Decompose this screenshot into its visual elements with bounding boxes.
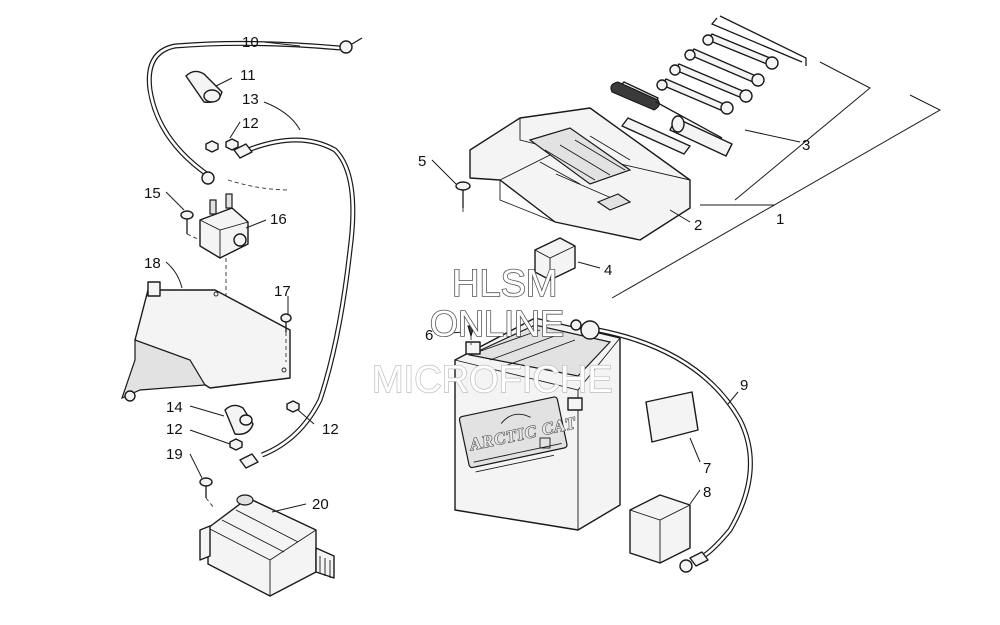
bolt-15 bbox=[180, 210, 201, 241]
assembly-bracket-lines bbox=[611, 61, 942, 299]
screw-17 bbox=[280, 313, 292, 362]
callout-17: 17 bbox=[274, 283, 291, 300]
nut-12-lower bbox=[229, 438, 243, 451]
wrench-icon bbox=[669, 63, 753, 103]
leader-lines bbox=[165, 41, 739, 513]
callout-18: 18 bbox=[144, 255, 161, 272]
callout-labels: 1 2 3 4 5 6 7 8 9 10 11 12 12 12 13 14 1… bbox=[144, 34, 810, 513]
screw-5 bbox=[455, 181, 471, 215]
callout-12-top: 12 bbox=[242, 115, 259, 132]
nut-12-middle bbox=[286, 400, 300, 413]
brand-logo-icon bbox=[500, 413, 531, 424]
foam-pad-4 bbox=[534, 237, 576, 281]
callout-20: 20 bbox=[312, 496, 329, 513]
cable-13 bbox=[227, 137, 356, 469]
boot-cap-14 bbox=[224, 404, 254, 435]
solenoid-16 bbox=[199, 193, 249, 340]
wrench-icon bbox=[684, 48, 765, 87]
watermark-line-3: MICROFICHE bbox=[372, 359, 613, 401]
callout-9: 9 bbox=[740, 377, 748, 394]
callout-16: 16 bbox=[270, 211, 287, 228]
screwdriver-icon bbox=[610, 81, 723, 139]
positive-cable-9 bbox=[570, 319, 753, 573]
wrench-icon bbox=[702, 33, 779, 70]
decal-7 bbox=[645, 391, 699, 443]
callout-4: 4 bbox=[604, 262, 612, 279]
callout-8: 8 bbox=[703, 484, 711, 501]
callout-12-middle: 12 bbox=[322, 421, 339, 438]
allen-wrench-icon bbox=[710, 17, 803, 63]
watermark: HLSM ONLINE MICROFICHE bbox=[371, 262, 613, 402]
watermark-line-1: HLSM bbox=[452, 263, 558, 305]
callout-14: 14 bbox=[166, 399, 183, 416]
callout-13: 13 bbox=[242, 91, 259, 108]
callout-7: 7 bbox=[703, 460, 711, 477]
boot-cap-11 bbox=[185, 70, 223, 103]
foam-block-8 bbox=[629, 494, 691, 564]
callout-12-lower: 12 bbox=[166, 421, 183, 438]
cable-10 bbox=[146, 37, 363, 185]
starter-motor-20 bbox=[199, 494, 335, 597]
callout-10: 10 bbox=[242, 34, 259, 51]
callout-2: 2 bbox=[694, 217, 702, 234]
callout-19: 19 bbox=[166, 446, 183, 463]
wrench-icon bbox=[656, 78, 734, 115]
tool-kit bbox=[610, 15, 807, 157]
bolt-19 bbox=[199, 477, 215, 509]
callout-5: 5 bbox=[418, 153, 426, 170]
nut-12-top bbox=[205, 138, 239, 153]
watermark-line-2: ONLINE bbox=[430, 303, 564, 344]
battery: ARCTIC CAT bbox=[454, 317, 621, 531]
screw-6 bbox=[467, 325, 475, 345]
callout-3: 3 bbox=[802, 137, 810, 154]
mounting-bracket-18 bbox=[120, 281, 291, 402]
battery-terminal-negative bbox=[465, 341, 481, 355]
callout-6: 6 bbox=[425, 327, 433, 344]
socket-tool-icon bbox=[621, 115, 733, 157]
callout-15: 15 bbox=[144, 185, 161, 202]
battery-terminal-positive bbox=[567, 397, 583, 411]
callout-11: 11 bbox=[240, 67, 256, 84]
battery-tray bbox=[469, 107, 691, 241]
callout-1: 1 bbox=[776, 211, 784, 228]
